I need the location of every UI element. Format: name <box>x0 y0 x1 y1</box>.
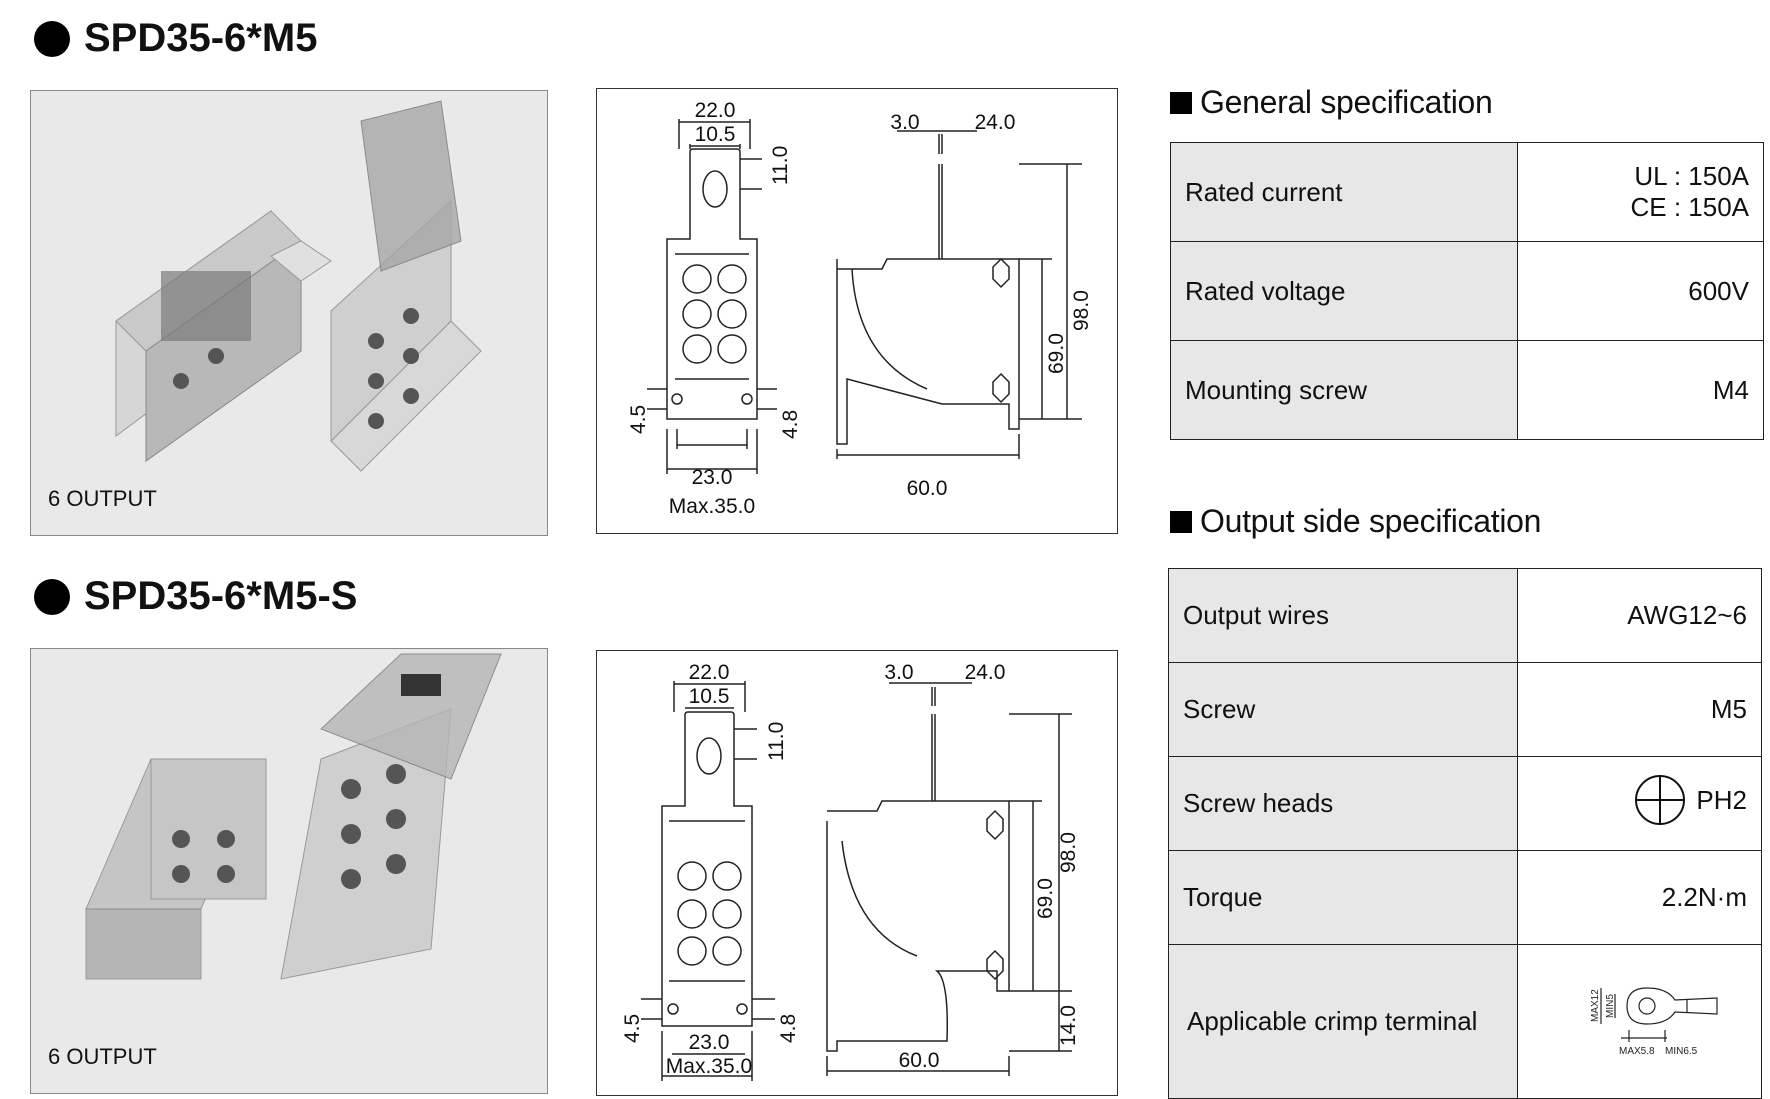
dim-label: 24.0 <box>975 111 1016 134</box>
square-bullet-icon <box>1170 510 1192 533</box>
dim-label: 4.8 <box>777 1014 800 1043</box>
table-row: Rated voltage 600V <box>1170 241 1764 341</box>
dim-label: 14.0 <box>1057 1005 1080 1046</box>
terminal-dim-label: MAX12 <box>1590 989 1601 1022</box>
dim-label: 98.0 <box>1057 832 1080 873</box>
dim-label: 4.5 <box>627 405 650 434</box>
dim-label: Max.35.0 <box>666 1055 752 1078</box>
dim-label: 11.0 <box>769 146 792 185</box>
table-row: Rated current UL : 150A CE : 150A <box>1170 142 1764 242</box>
table-row: Screw M5 <box>1168 662 1762 757</box>
dim-label: 4.8 <box>779 410 802 439</box>
dim-label: 69.0 <box>1034 878 1057 919</box>
dim-label: 4.5 <box>621 1014 644 1043</box>
output-spec-title: Output side specification <box>1170 503 1541 540</box>
dim-label: 22.0 <box>689 661 730 684</box>
product-photo-illustration <box>115 100 482 472</box>
spec-label: Mounting screw <box>1170 340 1518 440</box>
output-spec-table: Output wires AWG12~6 Screw M5 Screw head… <box>1168 568 1762 1099</box>
table-row: Mounting screw M4 <box>1170 340 1764 440</box>
terminal-dim-label: MIN6.5 <box>1665 1046 1698 1057</box>
dim-label: 23.0 <box>692 466 733 489</box>
terminal-dim-label: MAX5.8 <box>1619 1046 1655 1057</box>
dim-label: 22.0 <box>695 99 736 122</box>
dimension-drawing: 22.0 10.5 11.0 3.0 24.0 98.0 69.0 4.5 4.… <box>596 88 1118 534</box>
spec-label: Torque <box>1168 850 1518 945</box>
dim-label: 11.0 <box>765 722 788 761</box>
table-row: Screw heads PH2 <box>1168 756 1762 851</box>
spec-label: Output wires <box>1168 568 1518 663</box>
product-photo: 6 OUTPUT <box>30 648 548 1094</box>
dim-label: 3.0 <box>884 661 913 684</box>
spec-value: UL : 150A CE : 150A <box>1517 142 1764 242</box>
model-title: SPD35-6*M5 <box>34 16 317 61</box>
screw-icon <box>682 264 747 364</box>
dim-label: 10.5 <box>689 685 730 708</box>
crimp-terminal-icon: MAX12 MIN5 MAX5.8 MIN6.5 <box>1590 987 1718 1057</box>
table-row: Output wires AWG12~6 <box>1168 568 1762 663</box>
terminal-dim-label: MIN5 <box>1605 994 1616 1018</box>
phillips-head-icon <box>1635 775 1686 825</box>
spec-value: 600V <box>1517 241 1764 341</box>
spec-label: Screw <box>1168 662 1518 757</box>
dimension-drawing: 22.0 10.5 11.0 3.0 24.0 98.0 69.0 14.0 4… <box>596 650 1118 1096</box>
spec-value: 2.2N·m <box>1517 850 1762 945</box>
bullet-icon <box>34 20 70 57</box>
general-spec-title: General specification <box>1170 84 1493 121</box>
dim-label: Max.35.0 <box>669 495 755 518</box>
photo-caption: 6 OUTPUT <box>48 486 157 511</box>
screw-head-type: PH2 <box>1696 784 1747 815</box>
dim-label: 3.0 <box>890 111 919 134</box>
square-bullet-icon <box>1170 91 1192 114</box>
spec-label: Applicable crimp terminal <box>1168 944 1518 1099</box>
spec-value: M4 <box>1517 340 1764 440</box>
spec-value: PH2 <box>1517 756 1762 851</box>
dim-label: 23.0 <box>689 1031 730 1054</box>
table-row: Torque 2.2N·m <box>1168 850 1762 945</box>
spec-value-line: CE : 150A <box>1630 192 1749 222</box>
dim-label: 24.0 <box>965 661 1006 684</box>
product-photo-illustration <box>85 653 502 980</box>
screw-icon <box>677 861 742 966</box>
product-photo: 6 OUTPUT <box>30 90 548 536</box>
spec-value: MAX12 MIN5 MAX5.8 MIN6.5 <box>1517 944 1762 1099</box>
spec-label: Screw heads <box>1168 756 1518 851</box>
dim-label: 60.0 <box>899 1049 940 1072</box>
table-row: Applicable crimp terminal MAX12 MIN5 MAX… <box>1168 944 1762 1099</box>
dim-label: 60.0 <box>907 477 948 500</box>
spec-label: Rated current <box>1170 142 1518 242</box>
spec-value-line: UL : 150A <box>1634 161 1749 191</box>
dim-label: 69.0 <box>1045 333 1068 374</box>
dim-label: 10.5 <box>695 123 736 146</box>
bullet-icon <box>34 578 70 615</box>
spec-value: AWG12~6 <box>1517 568 1762 663</box>
model-title: SPD35-6*M5-S <box>34 574 357 619</box>
photo-caption: 6 OUTPUT <box>48 1044 157 1069</box>
dim-label: 98.0 <box>1070 290 1093 331</box>
general-spec-table: Rated current UL : 150A CE : 150A Rated … <box>1170 142 1764 440</box>
spec-label: Rated voltage <box>1170 241 1518 341</box>
spec-value: M5 <box>1517 662 1762 757</box>
